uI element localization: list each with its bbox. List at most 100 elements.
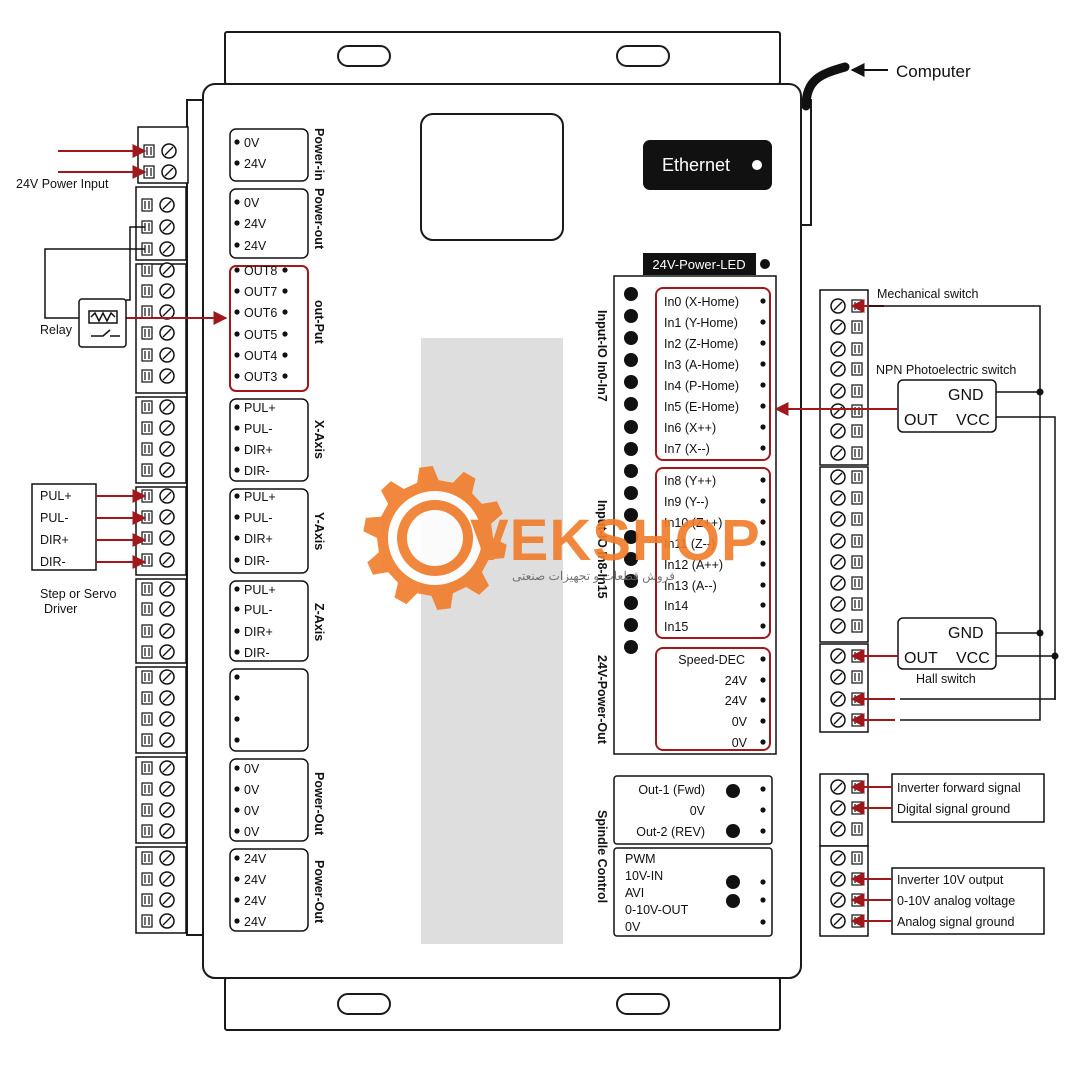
pin-label: In8 (Y++) bbox=[664, 474, 716, 488]
terminal-screw-icon[interactable] bbox=[159, 850, 175, 866]
terminal-screw-icon[interactable] bbox=[830, 298, 846, 314]
led-indicator-icon bbox=[726, 784, 740, 798]
terminal-screw-icon[interactable] bbox=[159, 368, 175, 384]
pin-label: 24V bbox=[725, 694, 748, 708]
terminal-screw-icon[interactable] bbox=[830, 596, 846, 612]
hall-vcc: VCC bbox=[956, 650, 990, 667]
terminal-screw-icon[interactable] bbox=[159, 488, 175, 504]
terminal-screw-icon[interactable] bbox=[159, 802, 175, 818]
terminal-screw-icon[interactable] bbox=[830, 712, 846, 728]
mount-slot bbox=[337, 993, 391, 1015]
terminal-screw-icon[interactable] bbox=[830, 490, 846, 506]
terminal-screw-icon[interactable] bbox=[830, 648, 846, 664]
terminal-screw-icon[interactable] bbox=[830, 361, 846, 377]
spindle-pin-label: Out-2 (REV) bbox=[636, 825, 705, 839]
terminal-screw-icon[interactable] bbox=[159, 347, 175, 363]
terminal-screw-icon[interactable] bbox=[159, 690, 175, 706]
terminal-screw-icon[interactable] bbox=[830, 691, 846, 707]
terminal-screw-icon[interactable] bbox=[161, 143, 177, 159]
pin-label: In13 (A--) bbox=[664, 579, 717, 593]
terminal-screw-icon[interactable] bbox=[159, 892, 175, 908]
spindle-pin-label: 0V bbox=[625, 920, 641, 934]
terminal-screw-icon[interactable] bbox=[830, 554, 846, 570]
terminal-screw-icon[interactable] bbox=[159, 871, 175, 887]
terminal-screw-icon[interactable] bbox=[159, 262, 175, 278]
terminal-screw-icon[interactable] bbox=[830, 319, 846, 335]
terminal-screw-icon[interactable] bbox=[830, 445, 846, 461]
terminal-screw-icon[interactable] bbox=[830, 469, 846, 485]
terminal-screw-icon[interactable] bbox=[830, 383, 846, 399]
pin-label: 0V bbox=[732, 736, 748, 750]
terminal-screw-icon[interactable] bbox=[830, 892, 846, 908]
mount-slot bbox=[616, 45, 670, 67]
pin-label: In11 (Z--) bbox=[664, 537, 715, 551]
terminal-screw-icon[interactable] bbox=[830, 850, 846, 866]
terminal-screw-icon[interactable] bbox=[830, 821, 846, 837]
terminal-screw-icon[interactable] bbox=[159, 601, 175, 617]
terminal-screw-icon[interactable] bbox=[159, 325, 175, 341]
terminal-screw-icon[interactable] bbox=[830, 779, 846, 795]
hall-switch-box bbox=[897, 617, 997, 670]
left-terminal-group: PUL+PUL-DIR+DIR-Y-Axis bbox=[135, 486, 326, 576]
terminal-screw-icon[interactable] bbox=[830, 403, 846, 419]
terminal-screw-icon[interactable] bbox=[830, 871, 846, 887]
pin-label: 24V bbox=[244, 894, 267, 908]
terminal-screw-icon[interactable] bbox=[159, 441, 175, 457]
pin-label-box bbox=[229, 128, 309, 182]
mount-slot bbox=[616, 993, 670, 1015]
terminal-screw-icon[interactable] bbox=[159, 823, 175, 839]
watermark-brand: VEKSHOP bbox=[470, 508, 761, 573]
pin-label: 24V bbox=[244, 217, 267, 231]
terminal-screw-icon[interactable] bbox=[159, 623, 175, 639]
terminal-screw-icon[interactable] bbox=[830, 423, 846, 439]
left-terminal-group: PUL+PUL-DIR+DIR-X-Axis bbox=[135, 396, 326, 484]
terminal-screw-icon[interactable] bbox=[159, 913, 175, 929]
terminal-screw-icon[interactable] bbox=[159, 283, 175, 299]
terminal-screw-icon[interactable] bbox=[159, 760, 175, 776]
hall-out: OUT bbox=[904, 650, 938, 667]
terminal-screw-icon[interactable] bbox=[830, 913, 846, 929]
pin-label: OUT3 bbox=[244, 370, 277, 384]
pin-label-box bbox=[229, 188, 309, 259]
pin-label: 0V bbox=[244, 196, 260, 210]
terminal-screw-icon[interactable] bbox=[161, 164, 177, 180]
terminal-screw-icon[interactable] bbox=[159, 420, 175, 436]
terminal-screw-icon[interactable] bbox=[159, 462, 175, 478]
terminal-screw-icon[interactable] bbox=[159, 552, 175, 568]
pin-label: 0V bbox=[244, 136, 260, 150]
terminal-screw-icon[interactable] bbox=[830, 341, 846, 357]
terminal-screw-icon[interactable] bbox=[159, 669, 175, 685]
terminal-screw-icon[interactable] bbox=[159, 581, 175, 597]
terminal-screw-icon[interactable] bbox=[159, 530, 175, 546]
npn-vcc: VCC bbox=[956, 412, 990, 429]
inverter-signal-label: Inverter forward signal bbox=[897, 781, 1021, 795]
terminal-screw-icon[interactable] bbox=[830, 669, 846, 685]
driver-caption-line1: Step or Servo bbox=[40, 587, 116, 601]
terminal-screw-icon[interactable] bbox=[159, 781, 175, 797]
terminal-screw-icon[interactable] bbox=[159, 197, 175, 213]
driver-pin-label: PUL- bbox=[40, 511, 68, 525]
pin-label: OUT5 bbox=[244, 328, 277, 342]
terminal-screw-icon[interactable] bbox=[830, 575, 846, 591]
terminal-screw-icon[interactable] bbox=[159, 644, 175, 660]
terminal-screw-icon[interactable] bbox=[159, 711, 175, 727]
terminal-screw-icon[interactable] bbox=[159, 304, 175, 320]
terminal-screw-icon[interactable] bbox=[159, 732, 175, 748]
terminal-screw-icon[interactable] bbox=[830, 800, 846, 816]
terminal-screw-icon[interactable] bbox=[159, 241, 175, 257]
terminal-screw-icon[interactable] bbox=[159, 509, 175, 525]
watermark-grey-band bbox=[421, 338, 563, 944]
driver-pin-label: DIR+ bbox=[40, 533, 69, 547]
terminal-screw-icon[interactable] bbox=[830, 618, 846, 634]
terminal-screw-icon[interactable] bbox=[830, 533, 846, 549]
terminal-screw-icon[interactable] bbox=[159, 219, 175, 235]
section-side-label: Input-IO In8-In15 bbox=[595, 500, 609, 599]
ethernet-port[interactable]: Ethernet bbox=[643, 140, 772, 190]
terminal-screw-icon[interactable] bbox=[830, 511, 846, 527]
terminal-screw-icon[interactable] bbox=[159, 399, 175, 415]
pin-label-box bbox=[229, 580, 309, 662]
group-side-label: Power-Out bbox=[312, 772, 326, 836]
